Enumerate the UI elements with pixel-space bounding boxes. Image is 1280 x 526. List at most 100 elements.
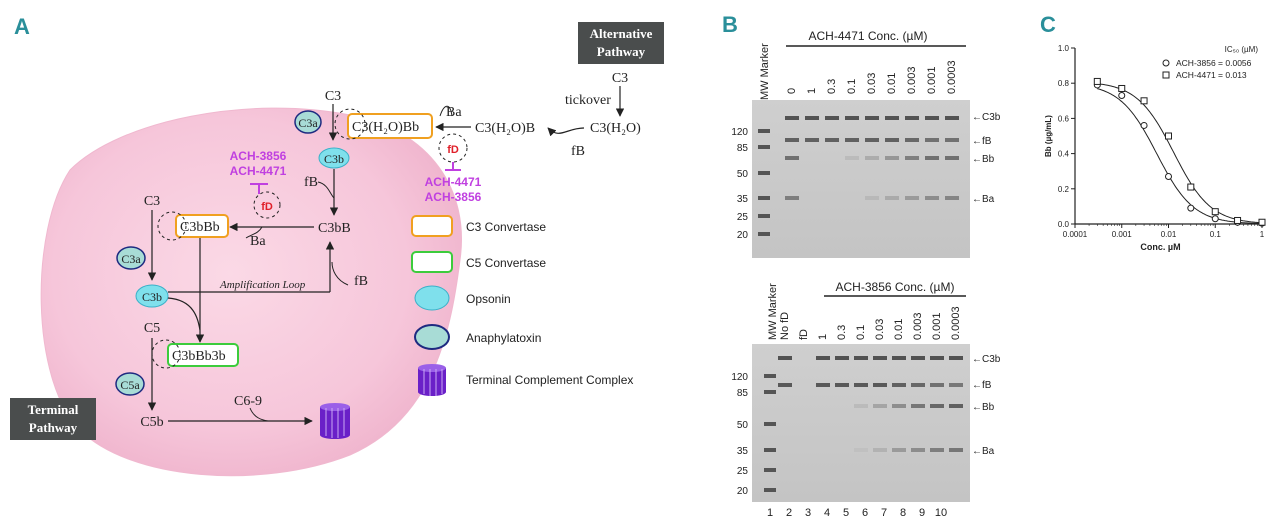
gel-band — [865, 116, 879, 120]
lane-label: 0.1 — [855, 325, 867, 340]
lane-label: 0.03 — [866, 73, 878, 94]
legend-anaphylatoxin: Anaphylatoxin — [466, 331, 541, 345]
gel-band — [925, 116, 939, 120]
data-point-square — [1093, 77, 1101, 85]
gel-band — [930, 356, 944, 360]
marker-band — [764, 448, 776, 452]
lane-label: 0.1 — [846, 79, 858, 94]
gel-band — [873, 448, 887, 452]
x-axis-label: Conc. µM — [1140, 242, 1180, 252]
mw-label: 35 — [737, 194, 749, 205]
c3b-left-opsonin — [135, 284, 169, 308]
band-label: ←fB — [972, 136, 992, 147]
alternative-pathway-line2: Pathway — [597, 44, 646, 59]
marker-band — [758, 129, 770, 133]
gel-band — [845, 116, 859, 120]
x-tick-label: 0.01 — [1161, 230, 1177, 239]
legend-marker-circle — [1162, 59, 1170, 67]
gel-band — [778, 356, 792, 360]
gel-band — [785, 138, 799, 142]
lane-number: 4 — [824, 507, 830, 519]
c3h2o-node: C3(H₂O) — [590, 121, 641, 136]
mw-label: 120 — [731, 127, 748, 138]
lane-label: No fD — [779, 312, 791, 340]
marker-band — [764, 468, 776, 472]
top-gel-band-labels: ←C3b←fB←Bb←Ba — [972, 112, 1001, 205]
y-tick-label: 0.2 — [1058, 185, 1070, 194]
gel-band — [945, 138, 959, 142]
mw-label: 25 — [737, 212, 749, 223]
gel-band — [892, 383, 906, 387]
c3a-top-anaphylatoxin — [294, 110, 322, 134]
c3-convertase-legend-icon — [411, 215, 453, 237]
mw-label: 35 — [737, 446, 749, 457]
lane-number: 9 — [919, 507, 925, 519]
marker-band — [758, 214, 770, 218]
data-point-circle — [1140, 121, 1148, 129]
lane-number: 8 — [900, 507, 906, 519]
c5b-node: C5b — [140, 415, 163, 430]
c3-top-node: C3 — [325, 89, 341, 104]
inhibitor-right-1: ACH-4471 — [425, 175, 482, 189]
gel-band — [905, 196, 919, 200]
gel-band — [930, 404, 944, 408]
y-tick-label: 0.0 — [1058, 220, 1070, 229]
lane-label: 0.3 — [836, 325, 848, 340]
gel-band — [905, 138, 919, 142]
mw-label: 50 — [737, 169, 749, 180]
gel-band — [854, 356, 868, 360]
c5a-label: C5a — [120, 378, 140, 392]
fb-top-label: fB — [571, 144, 585, 159]
c5a-anaphylatoxin — [115, 372, 145, 396]
c3bbb-box — [175, 214, 229, 238]
c3h2ob-node: C3(H₂O)B — [475, 121, 535, 136]
anaphylatoxin-legend-icon — [414, 324, 450, 350]
panel-a-legend: C3 Convertase C5 Convertase Opsonin Anap… — [411, 215, 633, 396]
marker-band — [758, 232, 770, 236]
legend-c5-convertase: C5 Convertase — [466, 256, 546, 270]
lane-number: 1 — [767, 507, 773, 519]
lane-label: 0.01 — [886, 73, 898, 94]
gel-band — [854, 383, 868, 387]
x-tick-label: 0.1 — [1210, 230, 1222, 239]
c3bbb3b-node: C3bBb3b — [172, 349, 226, 364]
lane-label: 1 — [806, 88, 818, 94]
gel-band — [949, 356, 963, 360]
bottom-gel-title: ACH-3856 Conc. (µM) — [836, 280, 955, 294]
alternative-pathway-box: Alternative Pathway — [578, 22, 664, 64]
tickover-c3: C3 — [612, 71, 628, 86]
tcc-legend-icon — [418, 364, 446, 396]
c3-left-node: C3 — [144, 194, 160, 209]
c5-convertase-legend-icon — [411, 251, 453, 273]
c3b-top-label: C3b — [324, 152, 344, 166]
band-label: ←C3b — [972, 354, 1001, 365]
panel-a-letter: A — [14, 14, 30, 39]
fd-top-label: fD — [447, 144, 459, 156]
gel-band — [805, 116, 819, 120]
gel-band — [911, 356, 925, 360]
band-label: ←Ba — [972, 446, 995, 457]
lane-number: 6 — [862, 507, 868, 519]
legend-tcc: Terminal Complement Complex — [466, 373, 633, 387]
fb-mid-label: fB — [304, 175, 318, 190]
gel-band — [865, 196, 879, 200]
gel-band — [854, 404, 868, 408]
lane-label: 0.3 — [826, 79, 838, 94]
lane-label: 0.001 — [931, 312, 943, 340]
x-tick-label: 1 — [1260, 230, 1265, 239]
gel-band — [854, 448, 868, 452]
lane-label: 1 — [817, 334, 829, 340]
c3b-top-opsonin — [318, 147, 350, 169]
gel-band — [816, 356, 830, 360]
y-tick-label: 0.8 — [1058, 79, 1070, 88]
gel-band — [925, 138, 939, 142]
c3bbb3b-box — [167, 343, 239, 367]
gel-band — [949, 404, 963, 408]
fb-right-label: fB — [354, 274, 368, 289]
gel-band — [778, 383, 792, 387]
legend-entry: ACH-3856 = 0.0056 — [1176, 58, 1252, 68]
